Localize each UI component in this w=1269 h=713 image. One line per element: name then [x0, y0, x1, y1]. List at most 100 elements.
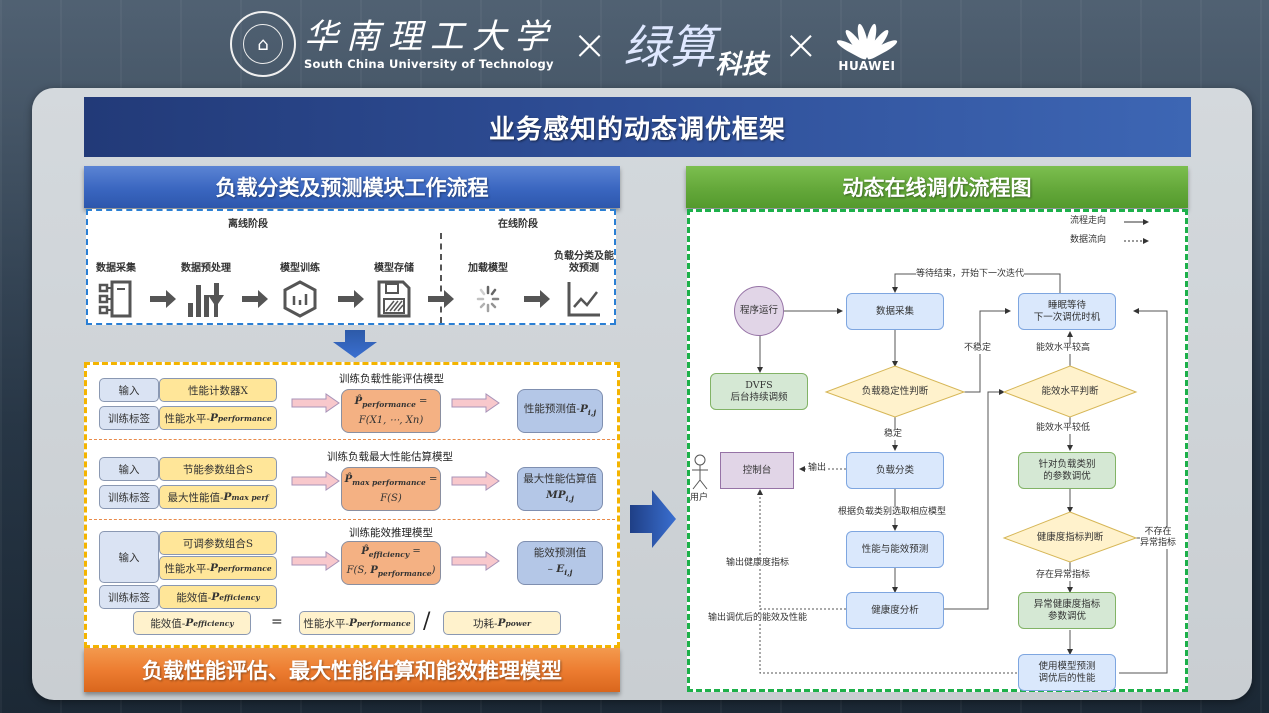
input-value: 节能参数组合S [159, 457, 277, 481]
right-arrow-icon [630, 490, 676, 548]
pipeline-arrow-icon [524, 290, 550, 308]
edge-label-high-efficiency: 能效水平较高 [1036, 343, 1091, 354]
pink-arrow-icon [291, 471, 340, 491]
train-label: 训练标签 [99, 585, 159, 609]
lvsuan-logo-part-a: 绿算 [623, 20, 716, 74]
model-result-box: 性能预测值-Pi,j [517, 389, 603, 433]
step-load-model: 加载模型 [458, 251, 518, 319]
pipeline-arrow-icon [242, 290, 268, 308]
stability-diamond [824, 365, 966, 418]
loading-spinner-icon [476, 285, 500, 313]
train-label: 训练标签 [99, 485, 159, 509]
offline-phase-label: 离线阶段 [228, 219, 268, 230]
edge-label-output-health: 输出健康度指标 [726, 558, 790, 569]
equation-divide: / [423, 609, 431, 634]
input-label: 输入 [99, 378, 159, 402]
node-program-run: 程序运行 [734, 286, 784, 336]
line-chart-icon [567, 282, 600, 317]
node-abnormal-tune: 异常健康度指标 参数调优 [1018, 592, 1116, 629]
legend-data-flow: 数据流向 [1070, 235, 1107, 245]
university-name-en: South China University of Technology [304, 57, 554, 71]
left-section-footer: 负载性能评估、最大性能估算和能效推理模型 [84, 648, 620, 692]
header-logos: ⌂ 华南理工大学 South China University of Techn… [230, 6, 930, 82]
data-preprocess-icon [188, 283, 224, 317]
step-classify-predict: 负载分类及能效预测 [554, 251, 614, 319]
node-param-tune: 针对负载类别 的参数调优 [1018, 452, 1116, 489]
pink-arrow-icon [451, 393, 500, 413]
step-model-training: 模型训练 [270, 251, 330, 319]
model-result-box: 能效预测值 – Ei,j [517, 541, 603, 585]
model-formula-box: P̂performance = F(X1, ⋯, Xn) [341, 389, 441, 433]
pink-arrow-icon [291, 393, 340, 413]
pipeline-arrow-icon [150, 290, 176, 308]
model-caption: 训练负载最大性能估算模型 [327, 451, 453, 463]
online-tuning-flowchart: 流程走向 数据流向 程序运行 DVFS 后台持续调频 数据采集 睡眠等待 下一次… [687, 209, 1188, 692]
pink-arrow-icon [291, 551, 340, 571]
edge-label-low-efficiency: 能效水平较低 [1036, 423, 1091, 434]
university-name-cn: 华南理工大学 [304, 17, 556, 57]
scut-seal-logo: ⌂ [230, 11, 296, 77]
step-model-storage: 模型存储 [364, 251, 424, 319]
workflow-pipeline: 离线阶段 在线阶段 数据采集 数据预处理 模型训练 [86, 209, 616, 325]
model-result-box: 最大性能估算值 MPi,j [517, 467, 603, 511]
health-diamond [1002, 511, 1138, 563]
user-actor-icon [692, 454, 708, 490]
node-predict: 性能与能效预测 [846, 531, 944, 568]
edge-label-no-abnormal: 不存在 异常指标 [1140, 527, 1177, 549]
pipeline-arrow-icon [338, 290, 364, 308]
pink-arrow-icon [451, 471, 500, 491]
model-caption: 训练负载性能评估模型 [339, 373, 444, 385]
node-data-collect: 数据采集 [846, 293, 944, 330]
huawei-logo: HUAWEI [835, 15, 899, 73]
edge-label-unstable: 不稳定 [964, 343, 992, 354]
collab-times-icon: × [783, 19, 819, 69]
node-model-predict: 使用模型预测 调优后的性能 [1018, 654, 1116, 691]
edge-label-output: 输出 [808, 463, 827, 474]
huawei-wordmark: HUAWEI [838, 59, 896, 73]
model-formula-box: P̂efficiency = F(S, Pperformance) [341, 541, 441, 585]
row-separator [89, 439, 615, 440]
node-console: 控制台 [720, 452, 794, 489]
save-disk-icon [377, 280, 411, 318]
train-label: 训练标签 [99, 406, 159, 430]
node-health-analysis: 健康度分析 [846, 592, 944, 629]
edge-label-wait-end: 等待结束，开始下一次迭代 [916, 269, 1025, 280]
pipeline-arrow-icon [428, 290, 454, 308]
pink-arrow-icon [451, 551, 500, 571]
edge-label-stable: 稳定 [884, 429, 903, 440]
down-arrow-icon [333, 330, 377, 358]
efficiency-diamond [1002, 365, 1138, 418]
legend-process-flow: 流程走向 [1070, 216, 1107, 226]
data-collection-icon [98, 280, 132, 318]
edge-label-select-model: 根据负载类别选取相应模型 [838, 507, 947, 518]
node-efficiency-check: 能效水平判断 [1041, 386, 1099, 397]
model-training-icon [283, 280, 317, 318]
left-section-title: 负载分类及预测模块工作流程 [84, 166, 620, 208]
equation-equals: = [271, 614, 283, 630]
edge-label-output-tuned: 输出调优后的能效及性能 [708, 613, 808, 624]
node-sleep-wait: 睡眠等待 下一次调优时机 [1018, 293, 1116, 330]
online-phase-label: 在线阶段 [498, 219, 538, 230]
step-data-preprocess: 数据预处理 [176, 251, 236, 319]
scut-wordmark: 华南理工大学 South China University of Technol… [304, 17, 556, 71]
node-user: 用户 [690, 493, 709, 503]
node-stability-check: 负载稳定性判断 [861, 386, 929, 397]
node-classify: 负载分类 [846, 452, 944, 489]
lvsuan-logo: 绿算 科技 [623, 11, 767, 80]
right-section-title: 动态在线调优流程图 [686, 166, 1188, 208]
input-value: 性能计数器X [159, 378, 277, 402]
step-data-collection: 数据采集 [86, 251, 146, 319]
phase-divider [440, 233, 442, 323]
lvsuan-logo-part-b: 科技 [715, 50, 768, 80]
collab-times-icon: × [572, 19, 608, 69]
huawei-petals-icon [835, 15, 899, 61]
input-value: 可调参数组合S [159, 531, 277, 555]
input-label: 输入 [99, 531, 159, 583]
